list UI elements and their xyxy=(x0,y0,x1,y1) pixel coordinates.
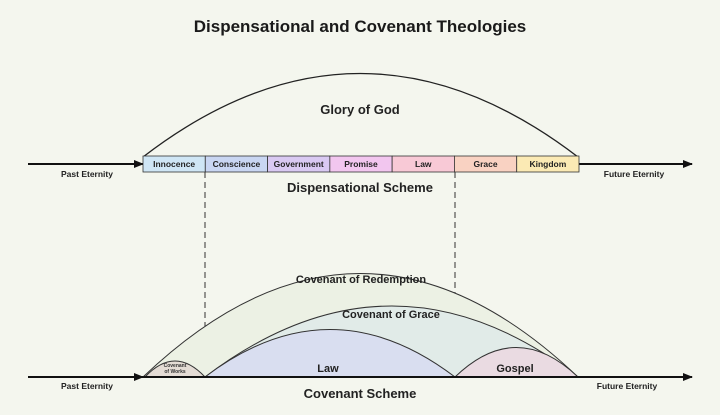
dispensational-scheme-label: Dispensational Scheme xyxy=(287,180,433,195)
covenant-of-works-label-line1: Covenant xyxy=(164,363,187,369)
dispensation-label: Grace xyxy=(474,159,498,169)
dispensation-label: Innocence xyxy=(153,159,195,169)
covenant-of-redemption-label: Covenant of Redemption xyxy=(296,274,426,286)
glory-of-god-arch xyxy=(142,73,579,158)
dispensation-bar: Innocence Conscience Government Promise Law G… xyxy=(142,155,580,173)
dispensation-label: Conscience xyxy=(213,159,261,169)
law-label: Law xyxy=(317,363,339,375)
covenant-scheme-label: Covenant Scheme xyxy=(304,386,417,401)
dispensation-label: Law xyxy=(415,159,432,169)
glory-of-god-label: Glory of God xyxy=(320,102,400,117)
covenant-of-works-label-line2: of Works xyxy=(164,369,186,375)
dispensation-label: Promise xyxy=(344,159,378,169)
dispensation-segment xyxy=(516,155,580,173)
bottom-future-eternity-label: Future Eternity xyxy=(597,381,658,391)
top-past-eternity-label: Past Eternity xyxy=(61,169,113,179)
gospel-arch xyxy=(453,347,580,378)
law-arch xyxy=(203,329,457,378)
diagram-title: Dispensational and Covenant Theologies xyxy=(194,17,527,36)
covenant-of-grace-label: Covenant of Grace xyxy=(342,309,440,321)
bottom-past-eternity-label: Past Eternity xyxy=(61,381,113,391)
dispensation-label: Government xyxy=(274,159,324,169)
top-future-eternity-label: Future Eternity xyxy=(604,169,665,179)
gospel-label: Gospel xyxy=(496,363,533,375)
dispensation-label: Kingdom xyxy=(529,159,566,169)
